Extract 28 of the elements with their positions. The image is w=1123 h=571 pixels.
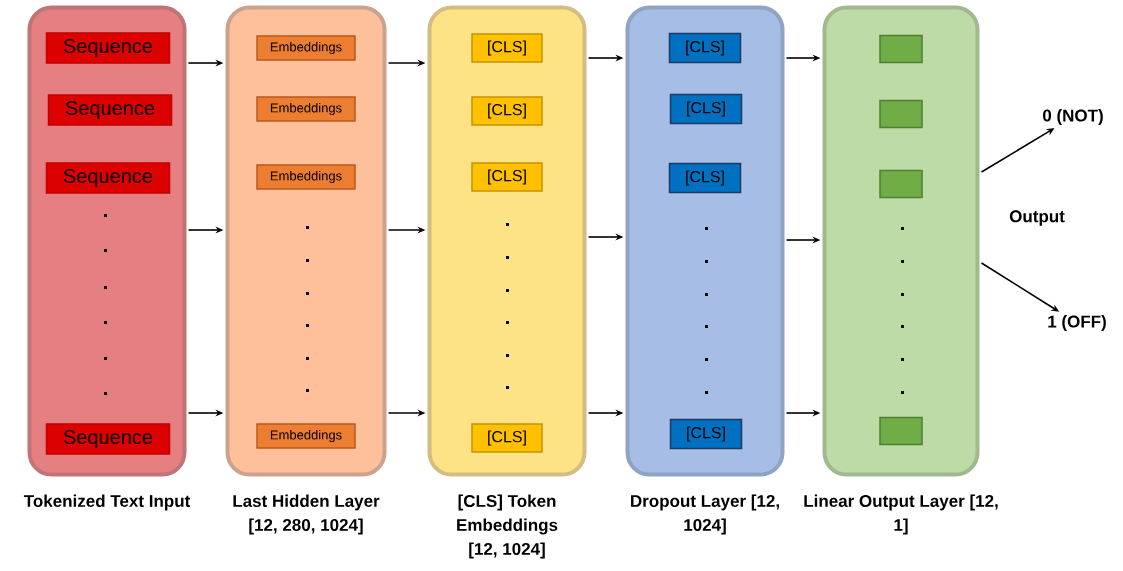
output-unit-box	[879, 99, 923, 129]
layer-caption: Last Hidden Layer [12, 280, 1024]	[233, 494, 380, 535]
token-box: [CLS]	[669, 93, 743, 125]
token-box: [CLS]	[669, 418, 743, 450]
token-box: Embeddings	[256, 35, 356, 61]
layer-caption: Tokenized Text Input	[23, 494, 191, 511]
token-box: [CLS]	[668, 32, 742, 64]
output-label: 0 (NOT)	[1043, 109, 1103, 125]
token-box: [CLS]	[471, 33, 543, 63]
token-box: Sequence	[45, 423, 171, 455]
output-unit-box	[879, 34, 923, 64]
output-caption: Output	[1009, 210, 1065, 226]
token-box: [CLS]	[471, 96, 543, 126]
layer-caption: Linear Output Layer [12, 1]	[804, 494, 998, 535]
output-label: 1 (OFF)	[1048, 315, 1106, 331]
layer-caption: [CLS] Token Embeddings [12, 1024]	[457, 494, 558, 559]
token-box: Sequence	[45, 32, 171, 64]
token-box: Embeddings	[256, 423, 356, 449]
output-unit-box	[879, 416, 923, 446]
token-box: Embeddings	[256, 96, 356, 122]
output-unit-box	[879, 169, 923, 199]
token-box: Sequence	[47, 94, 173, 126]
token-box: Sequence	[45, 162, 171, 194]
token-box: [CLS]	[668, 162, 742, 194]
token-box: [CLS]	[471, 423, 543, 453]
token-box: [CLS]	[471, 162, 543, 192]
token-box: Embeddings	[256, 164, 356, 190]
layer-caption: Dropout Layer [12, 1024]	[631, 494, 779, 535]
